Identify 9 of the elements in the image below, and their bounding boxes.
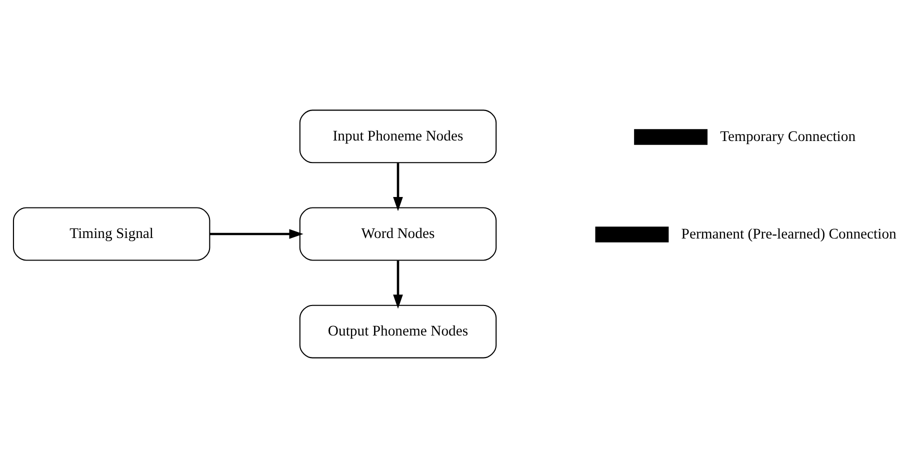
node-box: Word Nodes: [299, 206, 497, 260]
node-box: Output Phoneme Nodes: [299, 304, 497, 358]
node-box: Timing Signal: [12, 206, 210, 260]
legend-label: Permanent (Pre-learned) Connection: [681, 226, 896, 242]
arrow: [393, 162, 403, 211]
legend-label: Temporary Connection: [720, 128, 856, 144]
arrow: [210, 228, 304, 238]
arrow: [393, 260, 403, 308]
node-box: Input Phoneme Nodes: [299, 109, 497, 163]
